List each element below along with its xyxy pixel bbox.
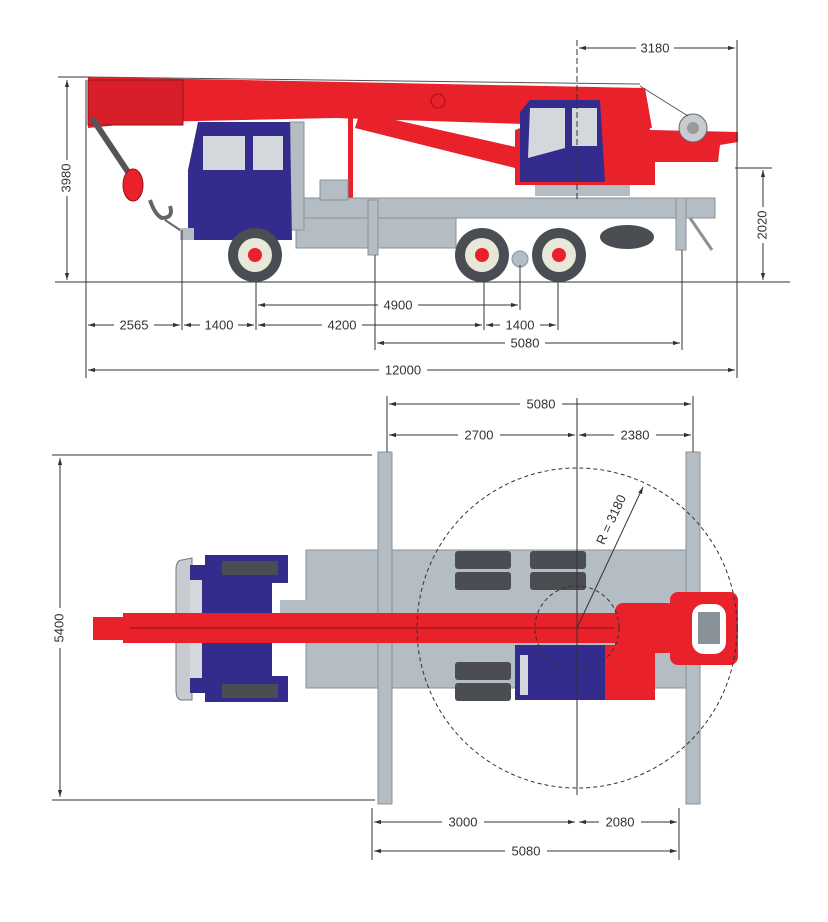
dim-axle2-axle3: 1400 xyxy=(506,317,535,332)
dim-outrigger-span: 5400 xyxy=(51,614,66,643)
front-outrigger-jack xyxy=(367,199,379,256)
dim-center-rear-outrigger: 2380 xyxy=(621,427,650,442)
boom-tip-top xyxy=(93,617,123,640)
dim-front-outrigger-center: 2700 xyxy=(465,427,494,442)
hook-rope xyxy=(89,116,133,177)
dim-outrigger-base: 5080 xyxy=(511,335,540,350)
side-view: 3980 2020 3180 2565 1400 4200 1400 4900 … xyxy=(55,40,790,378)
dim-front-overhang: 2565 xyxy=(120,317,149,332)
dim-outrigger-base-bottom: 5080 xyxy=(512,843,541,858)
dim-height-tail: 2020 xyxy=(754,211,769,240)
tires-top xyxy=(455,551,586,701)
wheel xyxy=(228,228,282,282)
dim-wheelbase: 4900 xyxy=(384,297,413,312)
hook-icon xyxy=(148,199,173,221)
chassis-frame xyxy=(289,197,716,219)
crane-cab-top xyxy=(515,645,605,700)
dim-front-to-axle: 1400 xyxy=(205,317,234,332)
crane-cab-window xyxy=(572,108,597,146)
hook-block xyxy=(122,168,144,202)
wheel xyxy=(455,228,509,282)
boom-pin-icon xyxy=(430,93,446,109)
dim-overall-length: 12000 xyxy=(385,362,421,377)
dim-center-rear-bottom: 2080 xyxy=(606,814,635,829)
boom-tip-sections xyxy=(87,79,184,126)
cab-window xyxy=(253,136,283,170)
wheel xyxy=(532,228,586,282)
boom xyxy=(88,77,652,128)
crane-cab-window xyxy=(528,108,565,158)
dim-front-center-bottom: 3000 xyxy=(449,814,478,829)
dim-height-total: 3980 xyxy=(58,164,73,193)
cab-window xyxy=(203,136,245,170)
turret-top xyxy=(605,645,655,700)
dim-outrigger-base-top: 5080 xyxy=(527,396,556,411)
boom-support xyxy=(348,118,353,210)
spare-wheel xyxy=(600,225,654,249)
dim-axle1-axle2: 4200 xyxy=(328,317,357,332)
radius-line xyxy=(576,486,644,629)
swing-circle xyxy=(416,467,738,789)
dim-tail-swing: 3180 xyxy=(641,40,670,55)
luffing-cylinder xyxy=(355,112,520,168)
top-view: R = 3180 5080 2700 2380 5400 3000 2080 5… xyxy=(51,396,738,860)
rear-outrigger-jack xyxy=(675,197,687,251)
dim-swing-radius: R = 3180 xyxy=(593,492,629,546)
